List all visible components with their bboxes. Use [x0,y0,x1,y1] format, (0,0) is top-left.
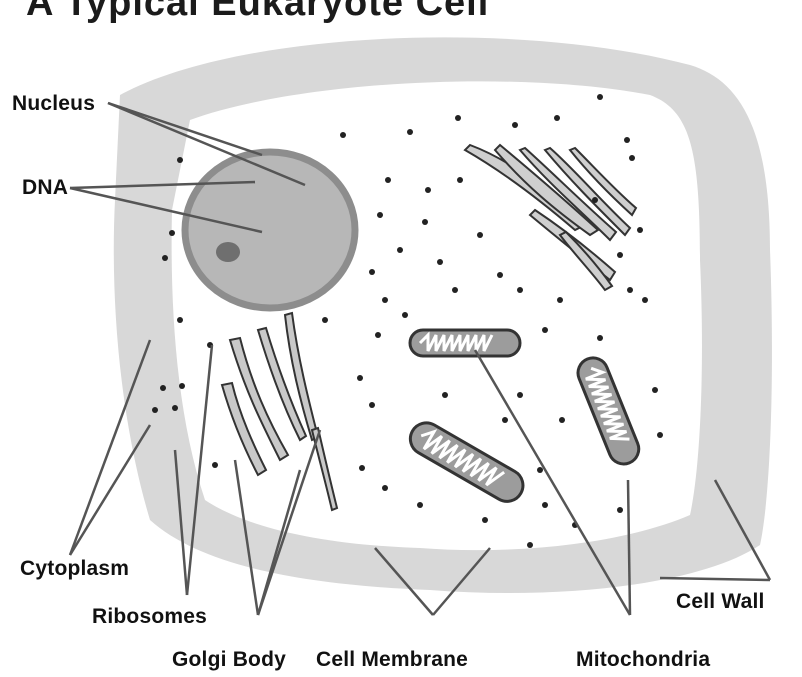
label-mitochondria: Mitochondria [576,648,710,672]
mitochondrion-1 [410,330,520,356]
nucleolus [216,242,240,262]
label-ribosomes: Ribosomes [92,605,207,629]
label-cell-membrane: Cell Membrane [316,648,468,672]
label-golgi-body: Golgi Body [172,648,286,672]
label-cell-wall: Cell Wall [676,590,765,614]
label-nucleus: Nucleus [12,92,95,116]
cell-wall-line-2 [660,578,770,580]
label-cytoplasm: Cytoplasm [20,557,129,581]
nucleus [185,152,355,308]
label-dna: DNA [22,176,68,200]
